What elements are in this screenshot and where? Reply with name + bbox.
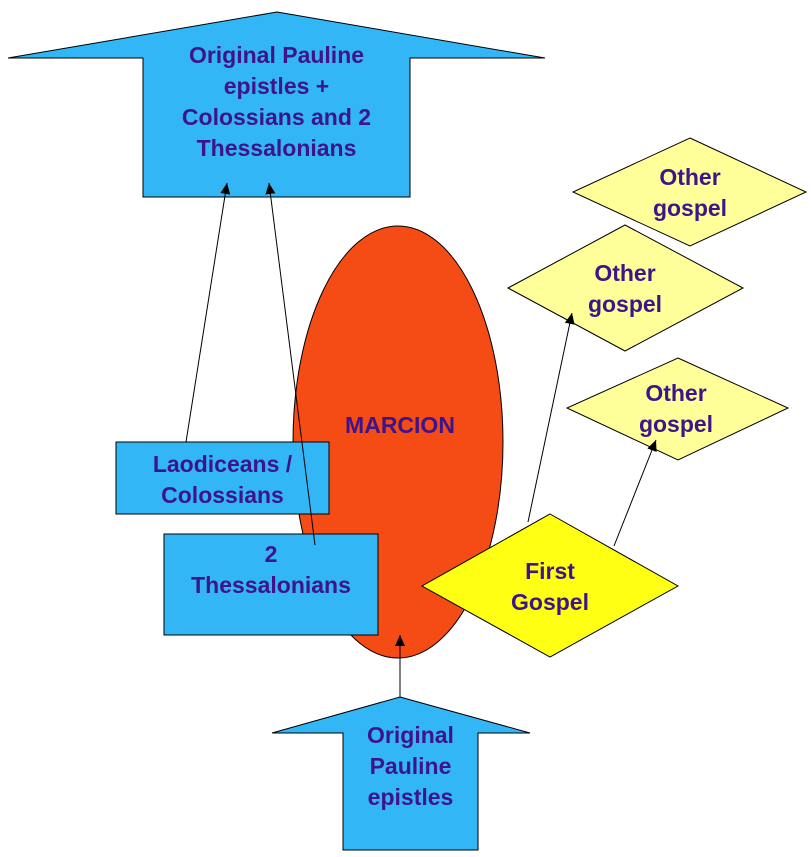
other-gospel-right-diamond xyxy=(565,357,790,461)
thessalonians-label: 2 Thessalonians xyxy=(191,541,351,598)
first-gospel-label: First Gospel xyxy=(511,558,589,615)
other-gospel-middle-label: Other gospel xyxy=(587,260,663,317)
bottom-arrow-label: Original Pauline epistles xyxy=(367,722,454,810)
other-gospel-top-diamond xyxy=(571,137,808,247)
arrow-first-to-other-middle xyxy=(527,312,575,523)
arrow-thessalonians-to-top xyxy=(265,182,316,546)
top-arrow-shape xyxy=(7,11,546,198)
other-gospel-right-label: Other gospel xyxy=(638,380,714,437)
laodiceans-label: Laodiceans / Colossians xyxy=(152,451,293,508)
first-gospel-diamond xyxy=(420,513,680,658)
bottom-arrow-shape xyxy=(271,696,531,851)
arrow-laodiceans-to-top xyxy=(185,182,231,443)
other-gospel-top-label: Other gospel xyxy=(652,164,728,221)
laodiceans-box-shape xyxy=(115,441,330,515)
marcion-label: MARCION xyxy=(345,412,455,438)
thessalonians-box-shape xyxy=(163,533,379,636)
top-arrow-label: Original Pauline epistles + Colossians a… xyxy=(181,42,372,161)
arrow-first-to-other-right xyxy=(613,439,657,547)
